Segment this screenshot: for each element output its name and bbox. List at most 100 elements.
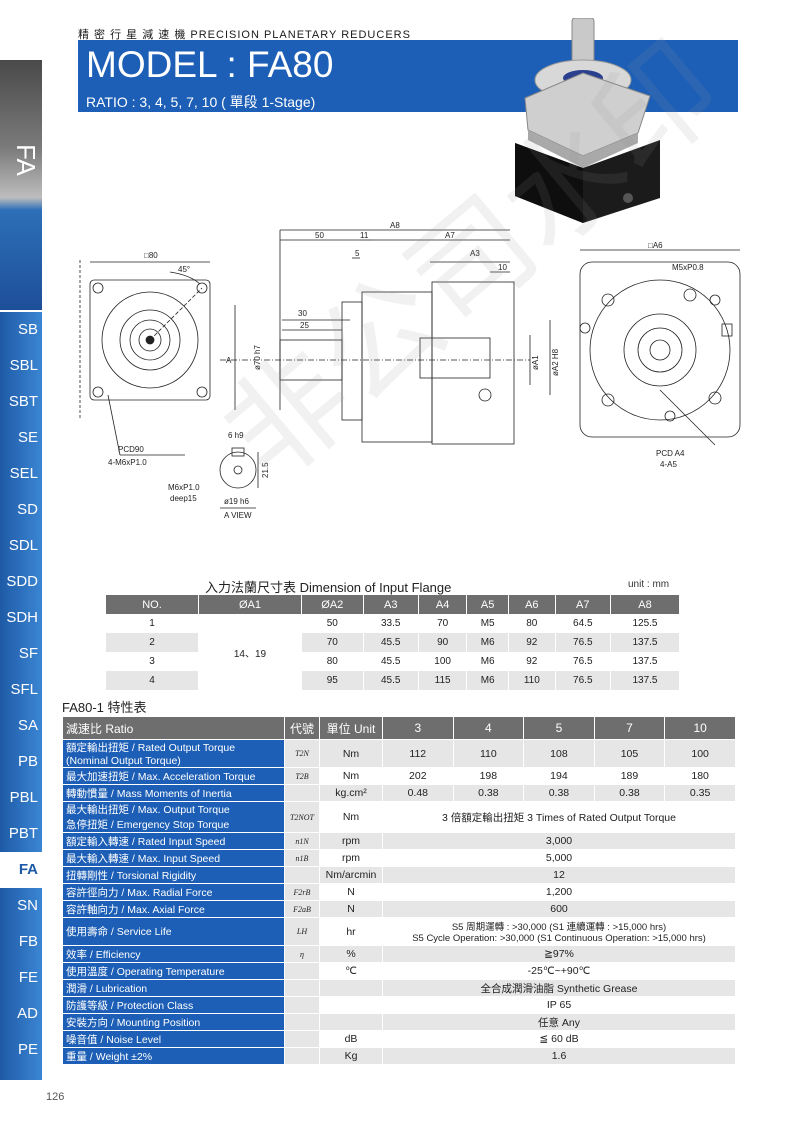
flange-cell: 137.5: [610, 652, 681, 671]
spec-row: 安裝方向 / Mounting Position 任意 Any: [62, 1013, 736, 1031]
flange-header-0: NO.: [106, 595, 199, 614]
flange-cell: 1: [106, 614, 199, 633]
spec-value-merged: 任意 Any: [382, 1013, 736, 1031]
flange-header-7: A7: [555, 595, 611, 614]
flange-cell: 76.5: [555, 633, 611, 652]
side-category-strip: [0, 60, 42, 310]
spec-header-ratio-10: 10: [664, 716, 736, 740]
flange-cell: 50: [301, 614, 364, 633]
sidebar-tab-sf[interactable]: SF: [18, 645, 38, 662]
dim-pcd-a4: PCD A4: [656, 449, 685, 458]
sidebar-tab-pe[interactable]: PE: [17, 1041, 38, 1058]
dim-deep: deep15: [170, 494, 197, 503]
spec-value: 112: [382, 739, 454, 768]
flange-cell: 76.5: [555, 652, 611, 671]
sidebar-tab-sbl[interactable]: SBL: [9, 357, 38, 374]
sidebar-tab-fb[interactable]: FB: [18, 933, 38, 950]
spec-symbol: T2B: [284, 767, 320, 785]
flange-cell: 110: [508, 671, 556, 690]
sidebar-tab-se[interactable]: SE: [17, 429, 38, 446]
flange-cell: 2: [106, 633, 199, 652]
sidebar-tab-sb[interactable]: SB: [17, 321, 38, 338]
dim-a3: A3: [470, 249, 480, 258]
spec-value: 202: [382, 767, 454, 785]
sidebar-tab-sa[interactable]: SA: [17, 717, 38, 734]
sidebar-tab-sbt[interactable]: SBT: [8, 393, 38, 410]
flange-cell: 100: [418, 652, 468, 671]
flange-cell: 115: [418, 671, 468, 690]
dim-a8: A8: [390, 221, 400, 230]
dim-front-square: □80: [144, 251, 158, 260]
flange-header-6: A6: [508, 595, 556, 614]
spec-unit: [319, 996, 383, 1014]
spec-table: 減速比 Ratio 代號 單位 Unit 3 4 5 7 10 額定輸出扭矩 /…: [62, 716, 736, 1065]
spec-unit: [319, 979, 383, 997]
dim-phi-a1: øA1: [531, 355, 540, 370]
spec-value: 0.35: [664, 784, 736, 802]
sidebar-tab-sfl[interactable]: SFL: [10, 681, 38, 698]
front-view-flange: [89, 279, 211, 401]
flange-cell: 3: [106, 652, 199, 671]
spec-unit: Kg: [319, 1047, 383, 1065]
flange-cell: 45.5: [363, 671, 419, 690]
spec-label: 最大輸入轉速 / Max. Input Speed: [62, 849, 285, 867]
spec-unit: Nm: [319, 739, 383, 768]
spec-label: 安裝方向 / Mounting Position: [62, 1013, 285, 1031]
spec-unit: N: [319, 900, 383, 918]
flange-a1-merged: 14、19: [198, 614, 302, 690]
sidebar-tab-pb[interactable]: PB: [17, 753, 38, 770]
spec-value-merged: 3 倍額定輸出扭矩 3 Times of Rated Output Torque: [382, 801, 736, 833]
flange-cell: 92: [508, 652, 556, 671]
spec-label: 轉動慣量 / Mass Moments of Inertia: [62, 784, 285, 802]
flange-cell: 137.5: [610, 633, 681, 652]
sidebar-tab-sdh[interactable]: SDH: [6, 609, 38, 626]
page-number: 126: [46, 1091, 65, 1103]
sidebar-tab-sn[interactable]: SN: [17, 897, 38, 914]
spec-value-merged: 5,000: [382, 849, 736, 867]
spec-symbol: n1B: [284, 849, 320, 867]
dim-key-width: 6 h9: [228, 431, 244, 440]
spec-header-unit: 單位 Unit: [319, 716, 383, 740]
dim-50: 50: [315, 231, 324, 240]
spec-symbol: [284, 1047, 320, 1065]
spec-row: 使用溫度 / Operating Temperature℃-25℃~+90℃: [62, 962, 736, 980]
spec-value: 194: [523, 767, 595, 785]
flange-cell: 80: [301, 652, 364, 671]
dim-shaft: ø19 h6: [224, 497, 249, 506]
flange-cell: 70: [418, 614, 468, 633]
flange-cell: 70: [301, 633, 364, 652]
spec-value: 108: [523, 739, 595, 768]
sidebar-tab-pbl[interactable]: PBL: [9, 789, 38, 806]
dim-pcd: PCD90: [118, 445, 144, 454]
flange-header-4: A4: [418, 595, 468, 614]
sidebar-tab-sd[interactable]: SD: [17, 501, 38, 518]
sidebar-tab-sdd[interactable]: SDD: [6, 573, 38, 590]
dim-back-square: □A6: [648, 241, 663, 250]
header-category-title: 精 密 行 星 減 速 機 PRECISION PLANETARY REDUCE…: [78, 29, 411, 41]
sidebar-tab-fe[interactable]: FE: [18, 969, 38, 986]
spec-unit: ℃: [319, 962, 383, 980]
spec-label: 防護等級 / Protection Class: [62, 996, 285, 1014]
sidebar-tab-sel[interactable]: SEL: [9, 465, 38, 482]
spec-header-ratio-3: 3: [382, 716, 454, 740]
flange-table-unit: unit : mm: [628, 579, 670, 590]
flange-cell: 33.5: [363, 614, 419, 633]
flange-cell: M6: [466, 652, 509, 671]
sidebar-tab-ad[interactable]: AD: [17, 1005, 38, 1022]
flange-header-3: A3: [363, 595, 419, 614]
flange-header-5: A5: [466, 595, 509, 614]
flange-cell: M6: [466, 671, 509, 690]
spec-table-title: FA80-1 特性表: [62, 700, 147, 715]
sidebar-tab-fa[interactable]: FA: [0, 852, 42, 888]
flange-header-2: ØA2: [301, 595, 364, 614]
spec-label: 重量 / Weight ±2%: [62, 1047, 285, 1065]
flange-header-1: ØA1: [198, 595, 302, 614]
spec-label: 噪音值 / Noise Level: [62, 1030, 285, 1048]
sidebar-tab-sdl[interactable]: SDL: [8, 537, 38, 554]
sidebar-tab-pbt[interactable]: PBT: [8, 825, 38, 842]
